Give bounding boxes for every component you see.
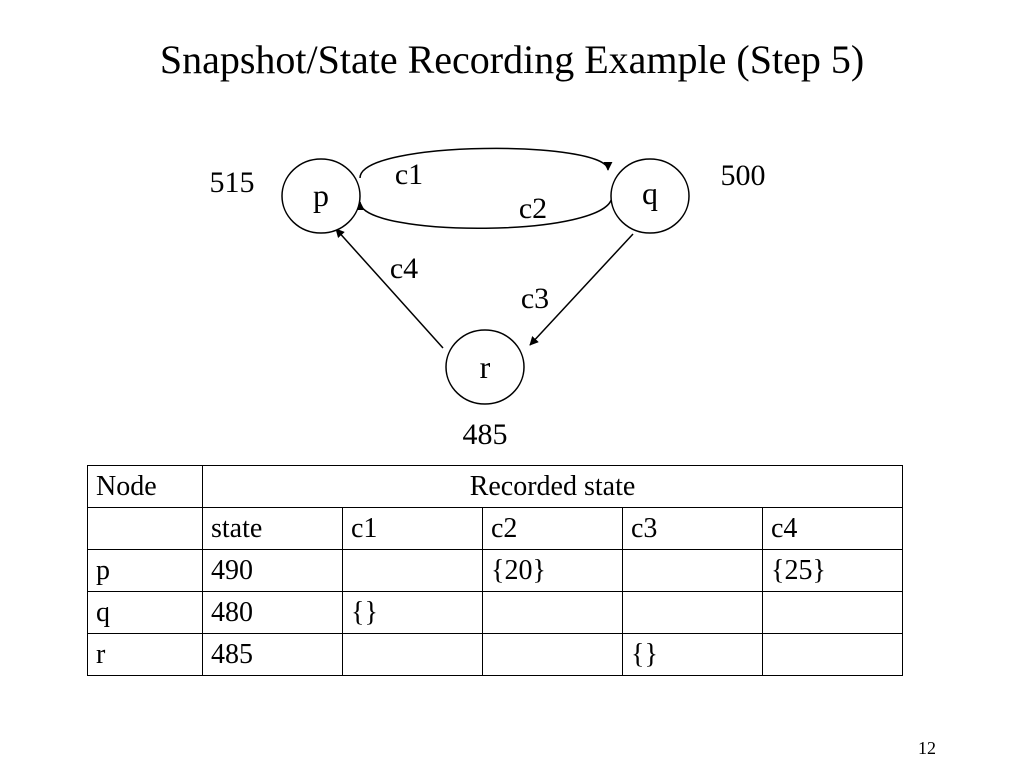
table-cell	[482, 591, 623, 634]
subheader-cell: c1	[342, 507, 483, 550]
table-cell: {}	[342, 591, 483, 634]
table-cell: r	[87, 633, 203, 676]
subheader-cell: c4	[762, 507, 903, 550]
table-cell	[762, 633, 903, 676]
subheader-cell	[87, 507, 203, 550]
header-recorded-state: Recorded state	[202, 465, 903, 508]
table-cell	[622, 591, 763, 634]
table-cell	[762, 591, 903, 634]
table-header-row: Node Recorded state	[87, 465, 903, 508]
channel-c4-arrow	[335, 228, 444, 349]
channel-c1-label: c1	[395, 158, 423, 191]
table-cell: {25}	[762, 549, 903, 592]
channel-c3-label: c3	[521, 282, 549, 315]
node-r-value: 485	[463, 418, 508, 451]
subheader-cell: state	[202, 507, 343, 550]
subheader-cell: c3	[622, 507, 763, 550]
table-cell: {20}	[482, 549, 623, 592]
channel-c4-label: c4	[390, 252, 418, 285]
node-q-value: 500	[721, 159, 766, 192]
node-r: r	[445, 329, 525, 405]
channel-c2-label: c2	[519, 192, 547, 225]
table-cell	[622, 549, 763, 592]
table-cell: p	[87, 549, 203, 592]
table-cell: 480	[202, 591, 343, 634]
table-cell: {}	[622, 633, 763, 676]
slide-title: Snapshot/State Recording Example (Step 5…	[159, 37, 865, 82]
node-r-label: r	[480, 349, 491, 385]
page-number: 12	[918, 738, 936, 758]
table-subheader-row: state c1 c2 c3 c4	[87, 507, 903, 550]
node-q: q	[610, 158, 690, 234]
table-row: q 480 {}	[87, 591, 903, 634]
table-cell	[342, 549, 483, 592]
table-row: r 485 {}	[87, 633, 903, 676]
table-cell: 485	[202, 633, 343, 676]
node-p-label: p	[313, 177, 329, 213]
node-q-label: q	[642, 175, 658, 211]
node-p: p	[281, 158, 361, 234]
subheader-cell: c2	[482, 507, 623, 550]
table-cell	[342, 633, 483, 676]
channel-c1-arrow	[359, 147, 613, 179]
channel-c2-arrow	[355, 195, 613, 230]
table-row: p 490 {20} {25}	[87, 549, 903, 592]
table-cell: q	[87, 591, 203, 634]
table-cell: 490	[202, 549, 343, 592]
recorded-state-table: Node Recorded state state c1 c2 c3 c4 p …	[87, 465, 903, 676]
process-channel-diagram: p q r 515 500 485 c1 c2 c3 c4	[210, 147, 766, 451]
header-node: Node	[87, 465, 203, 508]
node-p-value: 515	[210, 166, 255, 199]
table-cell	[482, 633, 623, 676]
channel-c3-arrow	[529, 233, 634, 346]
